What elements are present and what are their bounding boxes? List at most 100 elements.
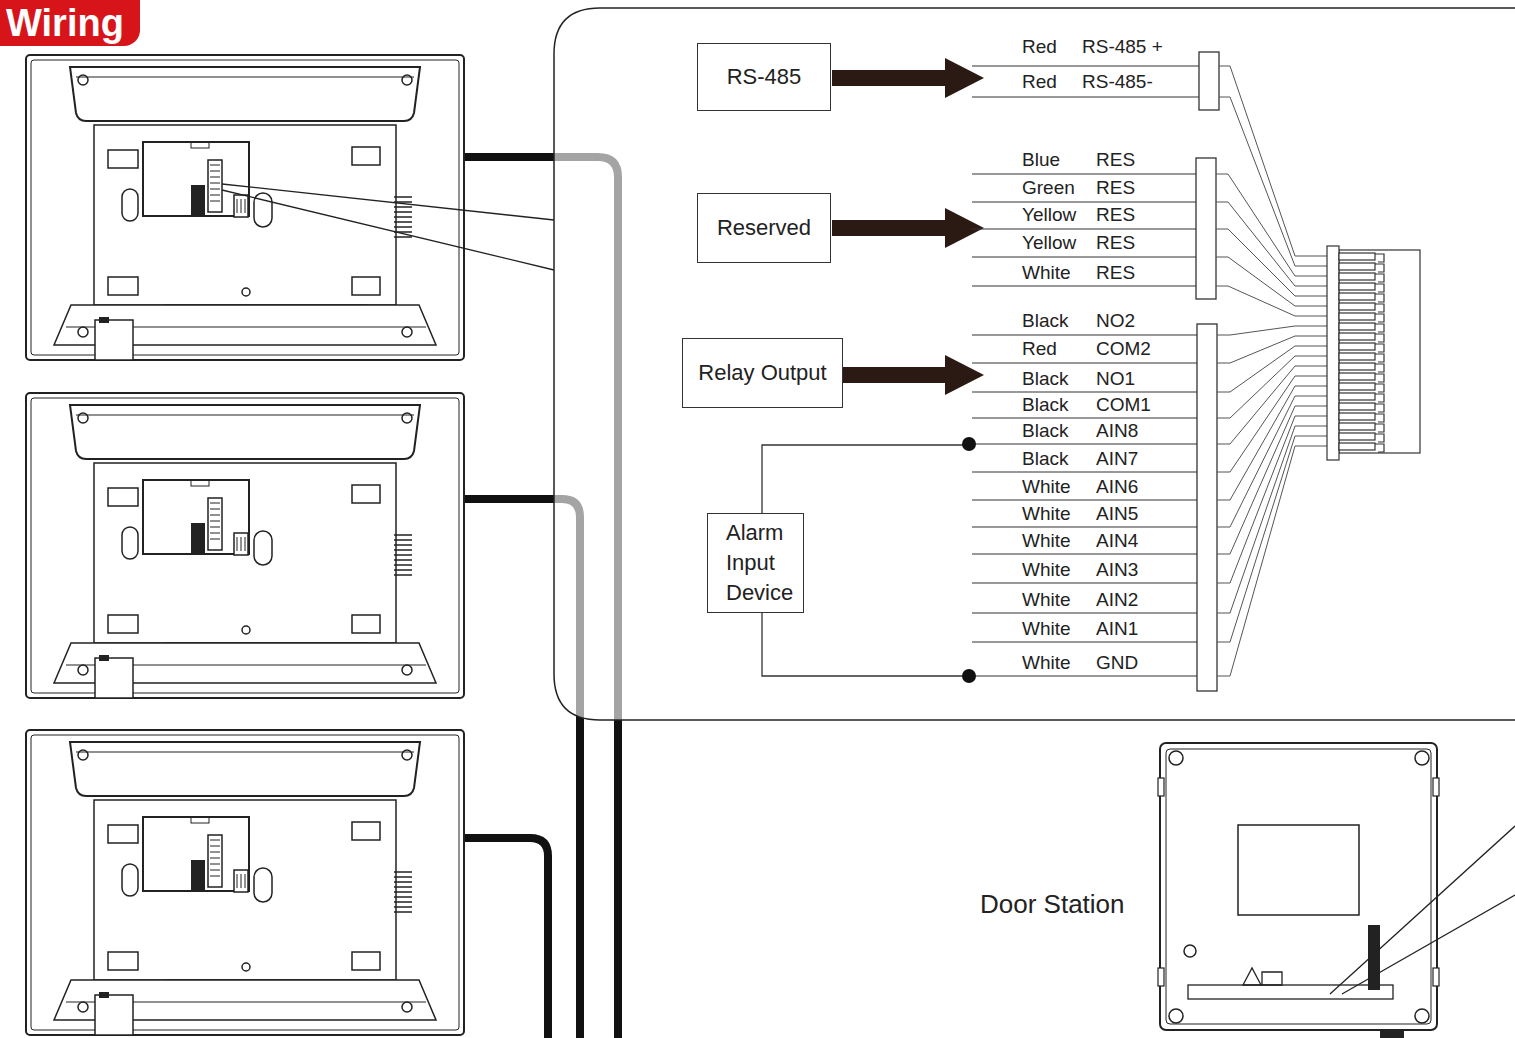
fan-wire [1217, 436, 1327, 642]
terminal-block [1197, 324, 1217, 691]
alarm-wire [962, 437, 976, 451]
door-station [1415, 1009, 1429, 1023]
arrow [832, 70, 947, 86]
connector-plug [1339, 373, 1375, 380]
connector-plug [1339, 263, 1375, 270]
connector-plug [1339, 343, 1375, 350]
wire-color: Black [1022, 367, 1068, 391]
signal-name: NO2 [1096, 309, 1135, 333]
wire-color: White [1022, 558, 1071, 582]
signal-name: AIN8 [1096, 419, 1138, 443]
fan-wire [1216, 257, 1327, 306]
door-station [1243, 968, 1282, 985]
connector-plug [1339, 283, 1375, 290]
door-station [1415, 751, 1429, 765]
signal-name: RES [1096, 176, 1135, 200]
signal-name: RES [1096, 203, 1135, 227]
box-label: Reserved [717, 213, 811, 243]
wire-color: White [1022, 502, 1071, 526]
fan-wire [1219, 66, 1327, 256]
door-station [1158, 743, 1515, 1038]
signal-name: AIN1 [1096, 617, 1138, 641]
fan-wire [1217, 346, 1327, 392]
leader-line [222, 184, 554, 270]
device-label: Door Station [980, 888, 1125, 921]
function-box: Relay Output [682, 338, 843, 408]
signal-name: RES [1096, 148, 1135, 172]
connector-plug [1339, 293, 1375, 300]
connector-plug [1339, 353, 1375, 360]
fan-wire [1217, 406, 1327, 554]
wire-color: Black [1022, 393, 1068, 417]
function-box: RS-485 [697, 43, 831, 111]
door-station [1169, 1009, 1183, 1023]
door-station [1433, 778, 1439, 796]
wire-line [972, 66, 1199, 676]
signal-name: AIN4 [1096, 529, 1138, 553]
indoor-monitor [26, 393, 464, 698]
wire-color: Black [1022, 419, 1068, 443]
connector-plug [1339, 393, 1375, 400]
arrow [833, 367, 947, 383]
signal-name: AIN5 [1096, 502, 1138, 526]
arrow [945, 355, 984, 395]
connector-plug [1327, 246, 1339, 460]
arrow [945, 208, 984, 248]
signal-name: COM2 [1096, 337, 1151, 361]
signal-name: AIN3 [1096, 558, 1138, 582]
indoor-monitor [26, 55, 464, 360]
fan-wire [1216, 286, 1327, 316]
connector-plug [1339, 403, 1375, 410]
connector-plug [1339, 313, 1375, 320]
connector-plug [1375, 254, 1384, 452]
box-label: RS-485 [727, 62, 802, 92]
wire-color: Black [1022, 309, 1068, 333]
fan-wire [1216, 229, 1327, 296]
connector-plug [1339, 253, 1375, 450]
wire-color: White [1022, 617, 1071, 641]
terminal-block [1199, 52, 1219, 110]
wire-color: Green [1022, 176, 1075, 200]
wire-color: White [1022, 651, 1071, 675]
signal-name: GND [1096, 651, 1138, 675]
fan-wire [1219, 97, 1327, 266]
wire-color: Red [1022, 337, 1057, 361]
door-station [1158, 968, 1164, 986]
wire-color: White [1022, 529, 1071, 553]
wire-color: Black [1022, 447, 1068, 471]
door-station [1188, 985, 1393, 999]
alarm-wire [962, 669, 976, 683]
fan-wire [1216, 66, 1327, 676]
door-station [1433, 968, 1439, 986]
arrow [945, 58, 984, 98]
section-title: Wiring [0, 0, 140, 46]
connector-plug [1339, 383, 1375, 390]
door-station [1166, 749, 1431, 1024]
fan-wire [1217, 356, 1327, 418]
connector-plug [1339, 363, 1375, 370]
fan-wire [1217, 336, 1327, 363]
wire-line [972, 66, 1199, 97]
detail-panel [554, 8, 1515, 720]
terminal-block [1196, 158, 1216, 299]
wire-color: White [1022, 475, 1071, 499]
connector-plug [1339, 333, 1375, 340]
door-station [1160, 743, 1437, 1030]
fan-wire [1217, 326, 1327, 335]
wire-color: Yellow [1022, 203, 1076, 227]
wire-line [972, 335, 1197, 676]
signal-name: RS-485- [1082, 70, 1153, 94]
door-station [1184, 945, 1196, 957]
connector-plug [1339, 423, 1375, 430]
connector-plug [1339, 413, 1375, 420]
signal-name: COM1 [1096, 393, 1151, 417]
terminal-block [1196, 52, 1219, 691]
connector-plug [1327, 246, 1420, 460]
wire-color: Red [1022, 70, 1057, 94]
box-label: Alarm Input Device [726, 518, 795, 608]
wire-color: Yellow [1022, 231, 1076, 255]
signal-name: RES [1096, 261, 1135, 285]
connector-plug [1339, 250, 1420, 453]
box-label: Relay Output [698, 358, 826, 388]
wire-color: White [1022, 261, 1071, 285]
